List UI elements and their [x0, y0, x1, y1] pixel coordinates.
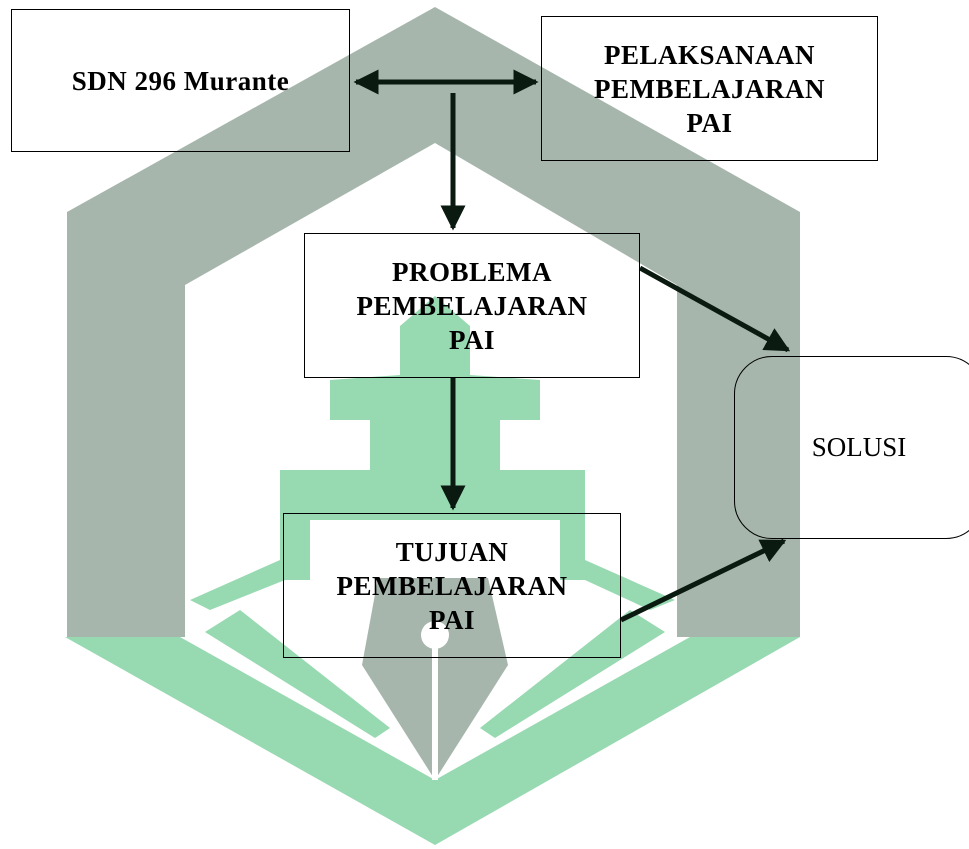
connectors: [353, 69, 791, 623]
logo-green-wing-right: [480, 610, 665, 738]
node-problema-label: PROBLEMA PEMBELAJARAN PAI: [356, 256, 588, 355]
logo-green-wing-left: [205, 610, 390, 738]
logo-nib-slit: [432, 640, 438, 780]
logo-green-chevron: [65, 637, 800, 845]
node-tujuan: TUJUAN PEMBELAJARAN PAI: [283, 513, 621, 658]
node-solusi: SOLUSI: [734, 356, 969, 539]
node-pelaksanaan-label: PELAKSANAAN PEMBELAJARAN PAI: [593, 39, 825, 138]
logo-gray-hexagon: [67, 7, 800, 637]
node-solusi-label: SOLUSI: [811, 432, 907, 462]
edge-tujuan-solusi: [619, 538, 787, 623]
edge-problema-solusi: [638, 265, 791, 353]
node-pelaksanaan: PELAKSANAAN PEMBELAJARAN PAI: [541, 16, 878, 161]
logo-nib-hole: [421, 621, 449, 649]
logo-green-dome: [417, 307, 453, 343]
node-school-label: SDN 296 Murante: [71, 65, 290, 96]
node-tujuan-label: TUJUAN PEMBELAJARAN PAI: [336, 536, 568, 635]
logo-green-mosque: [190, 296, 675, 610]
node-problema: PROBLEMA PEMBELAJARAN PAI: [304, 233, 640, 378]
logo-watermark: [65, 7, 800, 845]
node-school: SDN 296 Murante: [11, 9, 350, 152]
